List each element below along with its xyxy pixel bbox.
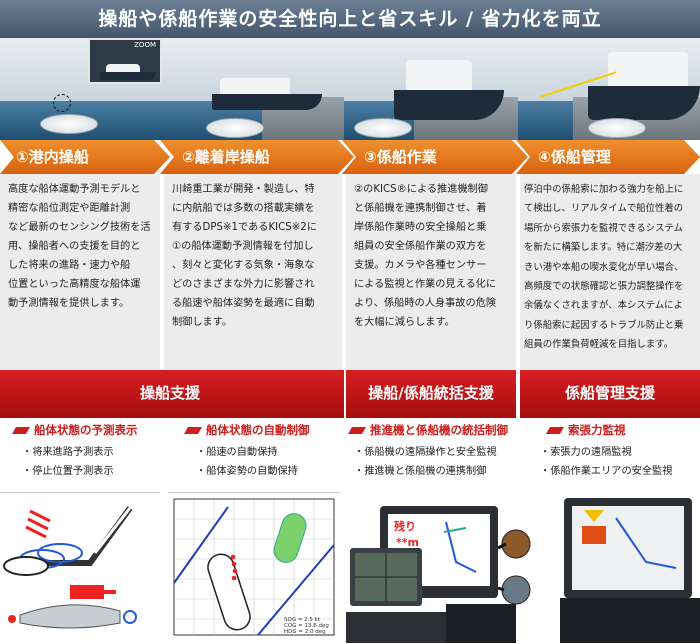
band-integrated <box>346 370 516 418</box>
step-mooring-management: ④係船管理 <box>516 140 700 174</box>
readout-sog: SOG = 2.5 kt <box>284 617 321 623</box>
bullet-item: 船速の自動保持 <box>196 443 298 462</box>
bullets-auto-control: 船速の自動保持 船体姿勢の自動保持 <box>196 443 298 481</box>
readout-cog: COG = 13.6 deg <box>284 623 329 629</box>
berthing-photo <box>162 38 344 140</box>
description-line: 余儀なくされますが、本システムによ <box>524 300 683 312</box>
band-maneuvering <box>0 370 344 418</box>
description-line: 高度な船体運動予測モデルと <box>8 184 141 195</box>
description-line: など最新のセンシング技術を活 <box>8 222 151 233</box>
description-mooring: ②のKICS®による推進機制御 と係船機を連携制御させ、着 岸係船作業時の安全操… <box>346 174 516 370</box>
readout-hdg: HDG = 2.0 deg <box>284 629 326 635</box>
description-line: 高頻度での状態確認と張力調整操作を <box>524 281 684 293</box>
description-line: 場所から索張力を監視できるシステム <box>524 222 683 234</box>
remaining-label: 残り <box>394 519 416 533</box>
bullet-item: 索張力の遠隔監視 <box>540 443 672 462</box>
description-management: 停泊中の係船索に加わる強力を船上に て検出し、リアルタイムで船位性着の 場所から… <box>520 174 700 370</box>
description-line: 精密な船位測定や距離計測 <box>8 203 131 214</box>
description-line: ①の船体運動予測情報を付加し <box>172 241 314 252</box>
control-console-image: 残り **m <box>346 492 700 643</box>
step-harbor-maneuvering: ①港内操船 <box>0 140 170 174</box>
description-line: きい港や本船の喫水変化が早い場合、 <box>524 261 684 273</box>
remaining-value: **m <box>396 536 419 549</box>
description-line: どのさまざまな外力に影響され <box>172 279 315 290</box>
page-banner: 操船や係船作業の安全性向上と省スキル / 省力化を両立 <box>0 0 700 38</box>
description-line: 、刻々と変化する気象・海象な <box>172 260 315 271</box>
subhead-prediction: 船体状態の予測表示 <box>11 422 138 438</box>
step-berthing: ②離着岸操船 <box>160 140 354 174</box>
description-line: した将来の進路・速力や船 <box>8 260 131 271</box>
description-line: 組員の安全係船作業の双方を <box>354 241 487 252</box>
description-berthing: 川崎重工業が開発・製造し、特 に内航船では多数の搭載実績を 有するDPS※1であ… <box>164 174 342 370</box>
bullet-item: 船体姿勢の自動保持 <box>196 462 298 481</box>
description-line: 支援。カメラや各種センサー <box>354 260 487 271</box>
step-mooring-work: ③係船作業 <box>342 140 528 174</box>
description-line: に内航船では多数の搭載実績を <box>172 203 315 214</box>
description-line: 岸係船作業時の安全操船と乗 <box>354 222 487 233</box>
bullet-item: 停止位置予測表示 <box>22 462 114 481</box>
description-line: を大幅に減らします。 <box>354 317 455 328</box>
trajectory-prediction-image <box>0 492 160 644</box>
band-management <box>520 370 700 418</box>
step-label: ②離着岸操船 <box>182 148 270 166</box>
description-line: 有するDPS※1であるKICS※2に <box>172 222 317 233</box>
bullet-item: 将来進路予測表示 <box>22 443 114 462</box>
description-line: 制御します。 <box>172 317 233 328</box>
description-line: 停泊中の係船索に加わる強力を船上に <box>524 184 684 195</box>
description-line: を新たに構築します。特に潮汐差の大 <box>524 242 683 254</box>
bullets-tension-monitoring: 索張力の遠隔監視 係船作業エリアの安全監視 <box>540 443 672 481</box>
step-label: ④係船管理 <box>538 148 611 166</box>
description-line: と係船機を連携制御させ、着 <box>354 203 487 214</box>
description-line: 動予測情報を提供します。 <box>8 298 130 309</box>
target-marker <box>53 94 71 112</box>
position-plot-image: SOG = 2.5 kt COG = 13.6 deg HDG = 2.0 de… <box>168 492 340 644</box>
mooring-management-photo <box>518 38 700 140</box>
step-label: ③係船作業 <box>364 148 437 166</box>
harbor-photo: ZOOM <box>0 38 162 140</box>
description-harbor: 高度な船体運動予測モデルと 精密な船位測定や距離計測 など最新のセンシング技術を… <box>0 174 160 370</box>
description-line: 用、操船者への支援を目的と <box>8 241 141 252</box>
subhead-integrated-control: 推進機と係船機の統括制御 <box>347 422 508 438</box>
description-line: て検出し、リアルタイムで船位性着の <box>524 203 684 215</box>
description-line: 川崎重工業が開発・製造し、特 <box>172 184 315 195</box>
band-title-maneuvering: 操船支援 <box>139 384 200 402</box>
subhead-auto-control: 船体状態の自動制御 <box>183 422 310 438</box>
band-title-management: 係船管理支援 <box>564 384 655 402</box>
description-line: による監視と作業の見える化に <box>354 279 497 290</box>
bullet-item: 推進機と係船機の連携制御 <box>354 462 497 481</box>
description-line: 位置といった高精度な船体運 <box>8 279 141 290</box>
mooring-photo <box>344 38 518 140</box>
description-line: より、係船時の人身事故の危険 <box>354 298 497 309</box>
bullets-integrated-control: 係船機の遠隔操作と安全監視 推進機と係船機の連携制御 <box>354 443 497 481</box>
description-line: り係船索に起因するトラブル防止と乗 <box>524 319 684 331</box>
band-title-integrated: 操船/係船統括支援 <box>368 384 494 402</box>
step-label: ①港内操船 <box>16 148 89 166</box>
description-line: 組員の作業負荷軽減を目指します。 <box>524 339 674 351</box>
description-line: ②のKICS®による推進機制御 <box>354 184 488 195</box>
subhead-tension-monitoring: 索張力監視 <box>545 422 626 438</box>
bullet-item: 係船作業エリアの安全監視 <box>540 462 672 481</box>
zoom-label: ZOOM <box>134 41 156 49</box>
bullet-item: 係船機の遠隔操作と安全監視 <box>354 443 496 462</box>
bullets-prediction: 将来進路予測表示 停止位置予測表示 <box>22 443 114 481</box>
description-line: る船速や船体姿勢を最適に自動 <box>172 298 315 309</box>
